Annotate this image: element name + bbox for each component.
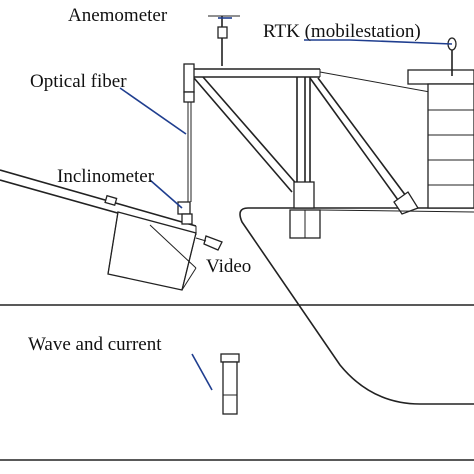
label-inclinometer: Inclinometer	[57, 166, 155, 187]
label-wave-current: Wave and current	[28, 334, 162, 355]
video-camera-icon	[195, 235, 223, 251]
label-optical-fiber: Optical fiber	[30, 71, 127, 92]
label-video: Video	[206, 256, 251, 277]
label-anemometer: Anemometer	[68, 5, 168, 26]
crane-structure	[177, 63, 474, 239]
anemometer-icon	[208, 15, 240, 66]
vessel-hull	[239, 207, 474, 405]
suspended-box	[107, 211, 197, 291]
leader-inclinometer	[149, 179, 183, 209]
deckhouse	[319, 69, 474, 213]
label-rtk: RTK (mobilestation)	[263, 21, 421, 42]
wave-current-meter-icon	[220, 353, 240, 415]
leader-wave-current	[191, 353, 213, 391]
leader-optical-fiber	[119, 87, 187, 135]
leader-rtk	[304, 39, 453, 45]
